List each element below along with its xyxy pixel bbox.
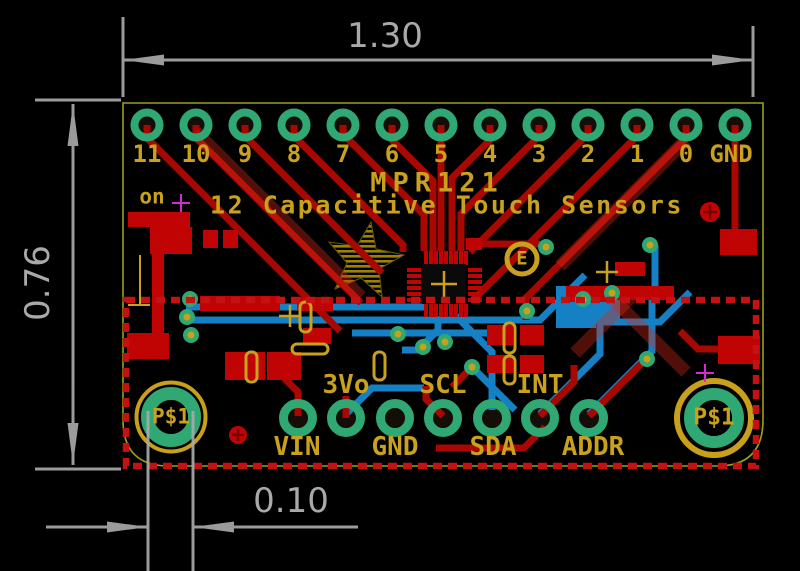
header-pad-rings: [130, 108, 752, 142]
pad-label-4: 4: [482, 140, 498, 168]
pad-label-3: 3: [531, 140, 547, 168]
mount-hole-right: [674, 378, 754, 458]
bottom-pad-rings: [279, 399, 608, 437]
pad-label-6: 6: [384, 140, 400, 168]
keepout-dashed-rect: [122, 296, 760, 470]
logo-e-letter: E: [516, 247, 528, 270]
pin-label-3vo: 3Vo: [322, 370, 370, 400]
board-description: 12 Capacitive Touch Sensors: [210, 190, 684, 220]
board-outline: [122, 102, 764, 467]
pad-label-11: 11: [132, 140, 162, 168]
pin-label-addr: ADDR: [561, 432, 625, 462]
dim-pitch-value: 0.10: [253, 481, 329, 521]
pin-label-int: INT: [516, 370, 564, 400]
pad-label-10: 10: [181, 140, 211, 168]
silkscreen-crosses: [279, 261, 618, 327]
pin-label-scl: SCL: [419, 370, 467, 400]
power-led-label: on: [139, 184, 165, 209]
mount-hole-right-label: P$1: [693, 404, 735, 431]
dimension-graphics: [35, 17, 755, 571]
dim-height-value: 0.76: [18, 245, 58, 321]
highlight-traces: [191, 127, 691, 377]
dim-width-value: 1.30: [347, 16, 423, 56]
pad-label-8: 8: [286, 140, 302, 168]
mount-hole-left-label: P$1: [152, 404, 190, 429]
pad-label-7: 7: [335, 140, 351, 168]
pin-label-vin: VIN: [273, 432, 321, 462]
test-points: [229, 202, 720, 444]
origin-crosses: [172, 194, 714, 382]
pin-label-gnd: GND: [371, 432, 419, 462]
silkscreen-shapes: [128, 241, 540, 386]
pad-label-5: 5: [433, 140, 449, 168]
pad-label-gnd: GND: [709, 140, 753, 168]
pad-label-9: 9: [237, 140, 253, 168]
logo-e-ring: [504, 241, 540, 277]
chip-name-label: MPR121: [370, 167, 504, 199]
pad-label-1: 1: [629, 140, 645, 168]
pin-label-sda: SDA: [469, 432, 517, 462]
pad-label-2: 2: [580, 140, 596, 168]
pad-label-0: 0: [678, 140, 694, 168]
